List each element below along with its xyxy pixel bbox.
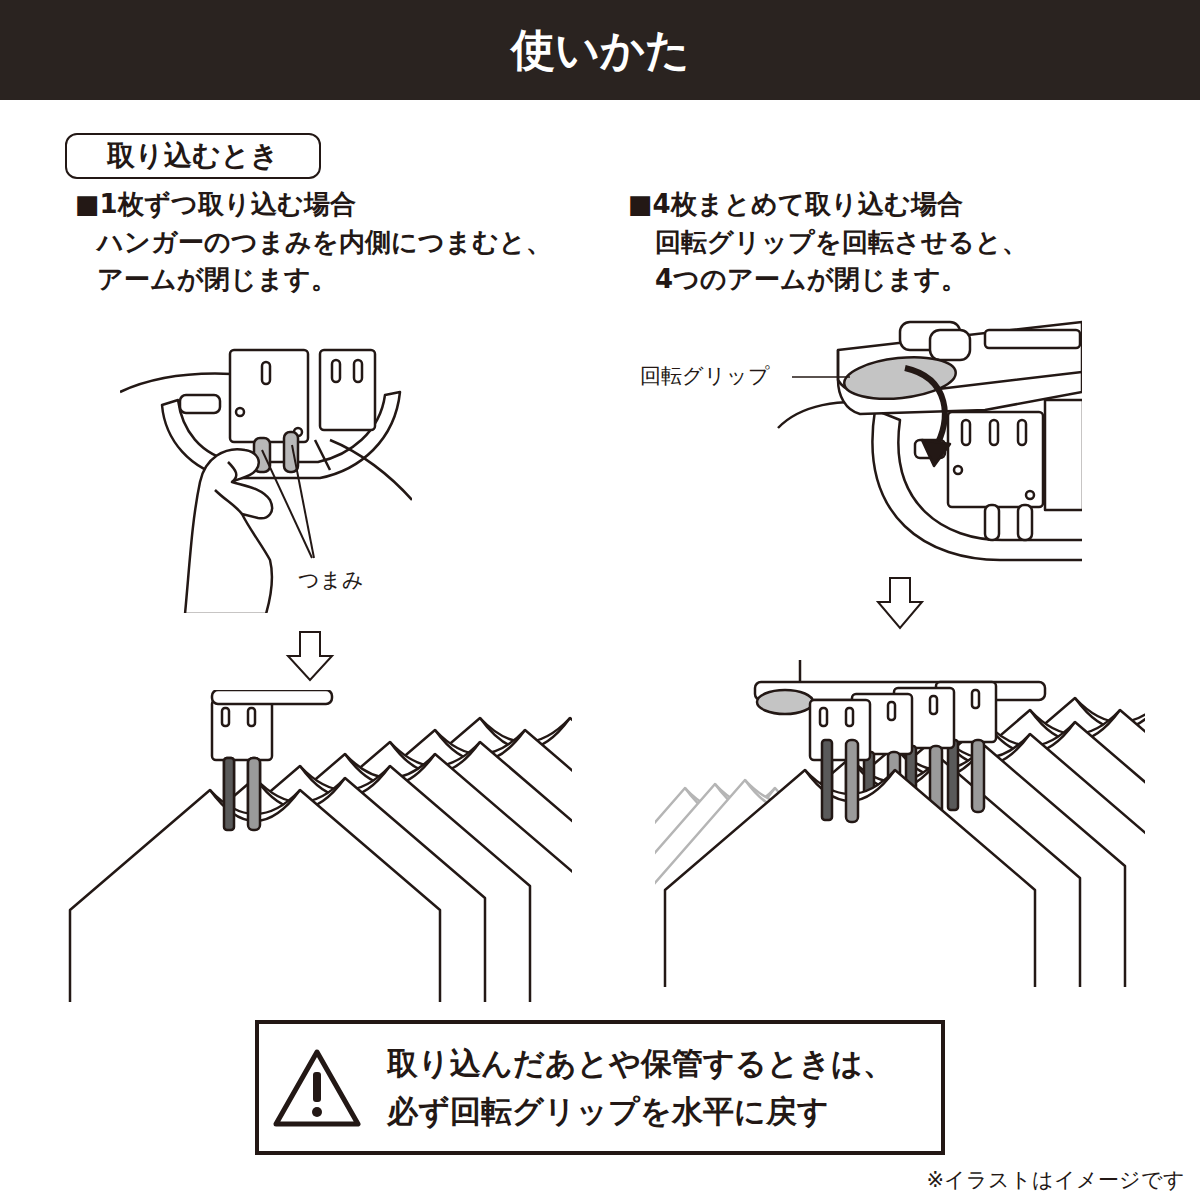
pinch-illustration (120, 350, 412, 613)
instruction: 回転グリップを回転させると、 4つのアームが閉じます。 (655, 224, 1035, 298)
hanger-arm (948, 740, 958, 810)
instruction: ハンガーのつまみを内側につまむと、 アームが閉じます。 (97, 224, 555, 298)
hanger-arm (972, 740, 984, 812)
down-arrow (878, 578, 922, 628)
warning-icon (276, 1052, 358, 1124)
part-name: つまみ (298, 566, 364, 594)
shirts-illustration (70, 690, 572, 1002)
node-text: 取り込むとき (107, 138, 279, 174)
note: ※イラストはイメージです (926, 1166, 1185, 1194)
hanger-arm (224, 758, 234, 830)
hanger-arm (248, 758, 260, 830)
down-arrow (288, 632, 332, 680)
case-heading: ■1枚ずつ取り込む場合 (75, 188, 356, 222)
section-tag: 取り込むとき (65, 133, 321, 179)
hanger-arm (846, 740, 858, 822)
hanger-clip (810, 700, 870, 760)
shirts-illustration (655, 660, 1145, 987)
rotating-grip (757, 690, 813, 714)
warning-icon (313, 1072, 321, 1102)
hanger-clip (888, 702, 895, 720)
hanger-clip (820, 708, 827, 726)
leader-line (792, 376, 850, 378)
hanger-clip (972, 690, 979, 708)
page-title: 使いかた (0, 0, 1200, 100)
title-band (0, 0, 1200, 100)
hanger-clip (930, 696, 937, 714)
warning-box: 取り込んだあとや保管するときは、 必ず回転グリップを水平に戻す (255, 1020, 945, 1155)
part-name: 回転グリップ (640, 362, 770, 390)
hanger-clip (212, 700, 272, 760)
node-text: 取り込んだあとや保管するときは、 必ず回転グリップを水平に戻す (387, 1039, 902, 1135)
hanger-arm (822, 740, 832, 820)
warning-icon (312, 1107, 322, 1117)
case-heading: ■4枚まとめて取り込む場合 (628, 188, 963, 222)
hanger-clip (248, 708, 255, 726)
hanger-arm (248, 758, 260, 830)
hanger-clip (222, 708, 229, 726)
grip-illustration (778, 322, 1082, 560)
hanger-clip (846, 708, 853, 726)
hanger-ring (212, 690, 332, 704)
